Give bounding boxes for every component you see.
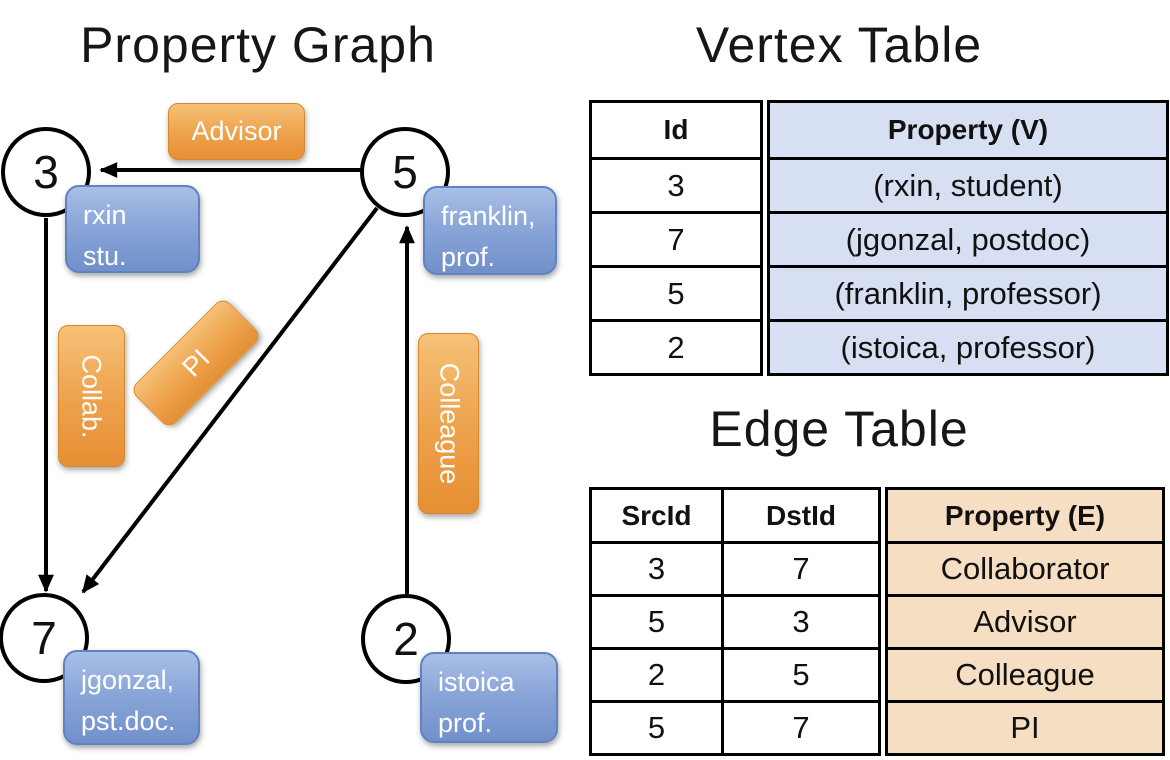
edge-table-header-srcid: SrcId [589, 487, 724, 544]
vertex-table-row: 2 [589, 319, 763, 376]
edge-table-cell-r1-c2: Advisor [885, 594, 1165, 650]
edge-table-row: Colleague [885, 647, 1165, 703]
edge-5-to-7 [81, 206, 379, 594]
vertex-table-header-row: Id [589, 100, 763, 160]
vertex-table-header-id: Id [589, 100, 763, 160]
vertex-prop-2-line2: prof. [438, 707, 493, 738]
vertex-table-row: 7 [589, 211, 763, 268]
vertex-table-row: (istoica, professor) [767, 319, 1169, 376]
edge-label-collab: Collab. [58, 325, 125, 467]
vertex-prop-box-2: istoica prof. [420, 652, 558, 743]
vertex-table-cell-r2-c0: 5 [589, 265, 763, 322]
edge-label-advisor-text: Advisor [191, 116, 282, 146]
edge-label-pi-text: PI [176, 343, 216, 383]
edge-label-advisor: Advisor [168, 103, 305, 160]
graph-node-2: 2 [361, 594, 451, 684]
edge-label-colleague-text: Colleague [434, 362, 464, 485]
vertex-prop-box-7: jgonzal, pst.doc. [63, 650, 200, 745]
edge-table-row: PI [885, 700, 1165, 756]
property-graph-title: Property Graph [80, 17, 436, 73]
vertex-prop-box-5: franklin, prof. [423, 186, 557, 275]
vertex-table-header-property-v: Property (V) [767, 100, 1169, 160]
edge-label-collab-text: Collab. [77, 353, 108, 439]
vertex-table-cell-r2-c1: (franklin, professor) [767, 265, 1169, 322]
edge-table-header-row: Property (E) [885, 487, 1165, 544]
edge-table-cell-r0-c0: 3 [589, 541, 724, 597]
edge-label-colleague: Colleague [418, 333, 479, 514]
vertex-table-property-subtable: Property (V)(rxin, student)(jgonzal, pos… [767, 100, 1169, 376]
vertex-table-header-row: Property (V) [767, 100, 1169, 160]
vertex-table-row: 3 [589, 157, 763, 214]
vertex-prop-3-line1: rxin [83, 200, 127, 230]
vertex-prop-5-line2: prof. [441, 241, 496, 272]
edge-table-cell-r0-c2: Collaborator [885, 541, 1165, 597]
graph-node-5: 5 [360, 127, 450, 217]
node-2-id: 2 [393, 613, 419, 665]
edge-table-cell-r2-c1: 5 [721, 647, 881, 703]
vertex-table-cell-r0-c1: (rxin, student) [767, 157, 1169, 214]
edge-table-cell-r2-c0: 2 [589, 647, 724, 703]
edge-table-cell-r3-c2: PI [885, 700, 1165, 756]
edge-table-row: Advisor [885, 594, 1165, 650]
edge-table-cell-r3-c0: 5 [589, 700, 724, 756]
vertex-table-cell-r0-c0: 3 [589, 157, 763, 214]
vertex-prop-7-line1: jgonzal, [81, 665, 175, 695]
vertex-table-cell-r3-c0: 2 [589, 319, 763, 376]
vertex-prop-2-line1: istoica [438, 667, 515, 697]
node-7-id: 7 [31, 612, 57, 664]
edge-table-header-dstid: DstId [721, 487, 881, 544]
vertex-table-row: (rxin, student) [767, 157, 1169, 214]
vertex-prop-3-line2: stu. [83, 240, 127, 271]
edge-table-cell-r3-c1: 7 [721, 700, 881, 756]
vertex-table-row: (jgonzal, postdoc) [767, 211, 1169, 268]
vertex-prop-5-line1: franklin, [441, 201, 536, 231]
node-3-id: 3 [33, 146, 59, 198]
edge-table-header-property-e: Property (E) [885, 487, 1165, 544]
vertex-table-row: (franklin, professor) [767, 265, 1169, 322]
edge-table-title: Edge Table [709, 401, 969, 457]
vertex-table-cell-r1-c1: (jgonzal, postdoc) [767, 211, 1169, 268]
edge-table-cell-r2-c2: Colleague [885, 647, 1165, 703]
edge-table-cell-r1-c1: 3 [721, 594, 881, 650]
vertex-table-cell-r3-c1: (istoica, professor) [767, 319, 1169, 376]
edge-table-cell-r1-c0: 5 [589, 594, 724, 650]
graph-edges [38, 162, 415, 594]
vertex-table-title: Vertex Table [695, 17, 983, 73]
vertex-table-cell-r1-c0: 7 [589, 211, 763, 268]
node-5-id: 5 [392, 146, 418, 198]
edge-table-row: Collaborator [885, 541, 1165, 597]
edge-table-cell-r0-c1: 7 [721, 541, 881, 597]
vertex-table-row: 5 [589, 265, 763, 322]
vertex-prop-7-line2: pst.doc. [81, 705, 176, 736]
vertex-prop-box-3: rxin stu. [65, 185, 200, 273]
